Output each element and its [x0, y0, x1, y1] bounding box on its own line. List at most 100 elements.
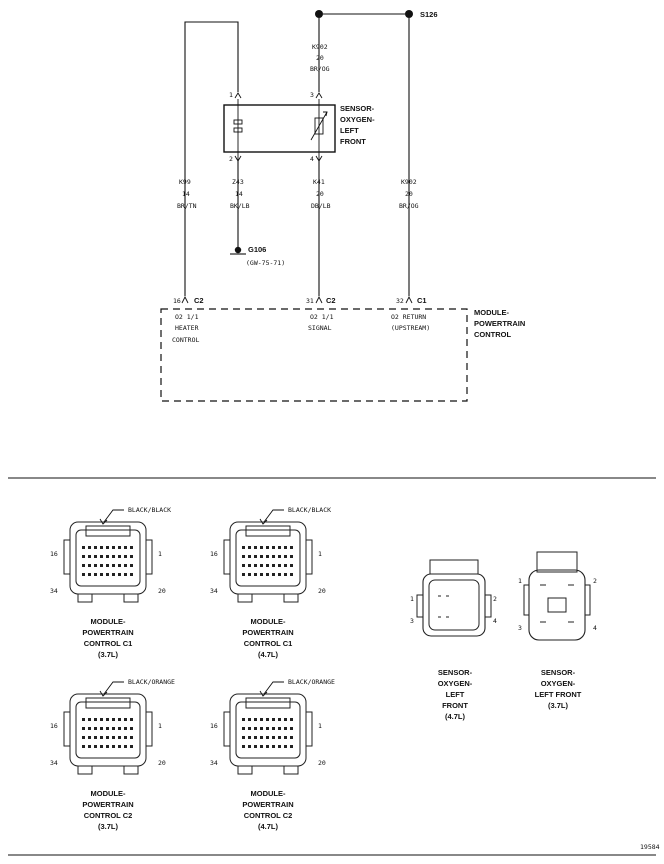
sensor-connector-3-7l: 1 2 3 4 SENSOR- OXYGEN- LEFT FRONT (3.7L…	[518, 551, 597, 710]
svg-text:POWERTRAIN: POWERTRAIN	[474, 319, 525, 328]
wire-k99: K99 14 BR/TN	[177, 21, 239, 296]
svg-text:SIGNAL: SIGNAL	[308, 324, 332, 332]
connector-pin-number: 34	[210, 587, 218, 595]
svg-text:(4.7L): (4.7L)	[445, 712, 466, 721]
connector-caption: CONTROL C2	[84, 811, 133, 820]
connector-caption: MODULE-	[91, 617, 126, 626]
connector-caption: MODULE-	[251, 617, 286, 626]
svg-text:14: 14	[235, 190, 243, 198]
svg-text:32: 32	[396, 297, 404, 305]
svg-text:20: 20	[316, 190, 324, 198]
svg-text:O2 1/1: O2 1/1	[310, 313, 334, 321]
connector-caption: (4.7L)	[258, 650, 279, 659]
svg-text:OXYGEN-: OXYGEN-	[541, 679, 576, 688]
pcm-pin-16: 16 C2 O2 1/1 HEATER CONTROL	[172, 295, 204, 344]
svg-text:(UPSTREAM): (UPSTREAM)	[391, 324, 430, 332]
svg-text:31: 31	[306, 297, 314, 305]
connector-pin-number: 20	[318, 759, 326, 767]
connector-pin-number: 16	[210, 550, 218, 558]
ground-label: G106	[248, 245, 266, 254]
svg-text:C2: C2	[326, 296, 336, 305]
svg-text:20: 20	[405, 190, 413, 198]
svg-text:FRONT: FRONT	[340, 137, 366, 146]
connector-pin-number: 20	[158, 759, 166, 767]
svg-text:4: 4	[493, 617, 497, 625]
connector-pin-number: 20	[158, 587, 166, 595]
figure-id: 19584	[640, 843, 660, 851]
connector-caption: MODULE-	[91, 789, 126, 798]
svg-text:MODULE-: MODULE-	[474, 308, 509, 317]
connector-caption: MODULE-	[251, 789, 286, 798]
svg-text:2: 2	[593, 577, 597, 585]
oxygen-sensor-component: SENSOR- OXYGEN- LEFT FRONT	[223, 99, 375, 153]
connector-caption: (3.7L)	[98, 650, 119, 659]
svg-text:BR/OG: BR/OG	[310, 65, 330, 73]
svg-text:(3.7L): (3.7L)	[548, 701, 569, 710]
svg-text:OXYGEN-: OXYGEN-	[340, 115, 375, 124]
connector-pin-number: 16	[50, 550, 58, 558]
connector-caption: CONTROL C1	[84, 639, 133, 648]
connector-caption: CONTROL C1	[244, 639, 293, 648]
svg-text:2: 2	[229, 155, 233, 163]
wire-z43: Z43 14 BK/LB	[230, 161, 250, 247]
svg-text:C2: C2	[194, 296, 204, 305]
svg-text:1: 1	[229, 91, 233, 99]
svg-text:C1: C1	[417, 296, 427, 305]
svg-text:2: 2	[493, 595, 497, 603]
svg-text:SENSOR-: SENSOR-	[438, 668, 473, 677]
pcm-module-boundary: MODULE- POWERTRAIN CONTROL	[160, 308, 525, 402]
svg-text:K902: K902	[312, 43, 328, 51]
svg-text:BR/TN: BR/TN	[177, 202, 197, 210]
svg-text:LEFT: LEFT	[340, 126, 359, 135]
svg-text:14: 14	[182, 190, 190, 198]
connector-caption: (4.7L)	[258, 822, 279, 831]
connector-pin-number: 1	[318, 550, 322, 558]
connector-pin-number: 16	[210, 722, 218, 730]
connector-color-label: BLACK/ORANGE	[288, 678, 335, 686]
connector-pin-number: 34	[210, 759, 218, 767]
connector-pin-number: 1	[158, 550, 162, 558]
svg-text:FRONT: FRONT	[442, 701, 468, 710]
connector-caption: CONTROL C2	[244, 811, 293, 820]
svg-text:20: 20	[316, 54, 324, 62]
wire-k902-lower: K902 20 BR/OG	[399, 18, 419, 296]
svg-text:SENSOR-: SENSOR-	[340, 104, 375, 113]
svg-text:4: 4	[593, 624, 597, 632]
svg-text:SENSOR-: SENSOR-	[541, 668, 576, 677]
svg-text:K902: K902	[401, 178, 417, 186]
svg-text:LEFT: LEFT	[446, 690, 465, 699]
connector-color-label: BLACK/BLACK	[288, 506, 331, 514]
connector-caption: POWERTRAIN	[82, 800, 133, 809]
connector-caption: (3.7L)	[98, 822, 119, 831]
svg-text:K41: K41	[313, 178, 325, 186]
svg-text:16: 16	[173, 297, 181, 305]
connector-color-label: BLACK/BLACK	[128, 506, 171, 514]
svg-text:LEFT FRONT: LEFT FRONT	[535, 690, 582, 699]
svg-text:4: 4	[310, 155, 314, 163]
splice-label: S126	[420, 10, 438, 19]
svg-text:CONTROL: CONTROL	[474, 330, 511, 339]
connector-caption: POWERTRAIN	[82, 628, 133, 637]
svg-text:1: 1	[410, 595, 414, 603]
svg-text:HEATER: HEATER	[175, 324, 199, 332]
connector-pin-number: 34	[50, 587, 58, 595]
svg-text:DB/LB: DB/LB	[311, 202, 331, 210]
svg-text:BK/LB: BK/LB	[230, 202, 250, 210]
sensor-connector-4-7l: 1 2 3 4 SENSOR- OXYGEN- LEFT FRONT (4.7L…	[410, 559, 497, 721]
ground-g106: G106 (GW-75-71)	[230, 245, 285, 267]
connector-color-label: BLACK/ORANGE	[128, 678, 175, 686]
sensor-top-connector-marks: 1 3	[229, 91, 323, 99]
connector-pin-number: 16	[50, 722, 58, 730]
pcm-pin-31: 31 C2 O2 1/1 SIGNAL	[306, 295, 336, 332]
svg-text:O2 RETURN: O2 RETURN	[391, 313, 426, 321]
sensor-bottom-connector-marks: 2 4	[229, 152, 323, 163]
svg-text:(GW-75-71): (GW-75-71)	[246, 259, 285, 267]
svg-text:OXYGEN-: OXYGEN-	[438, 679, 473, 688]
svg-text:O2 1/1: O2 1/1	[175, 313, 199, 321]
